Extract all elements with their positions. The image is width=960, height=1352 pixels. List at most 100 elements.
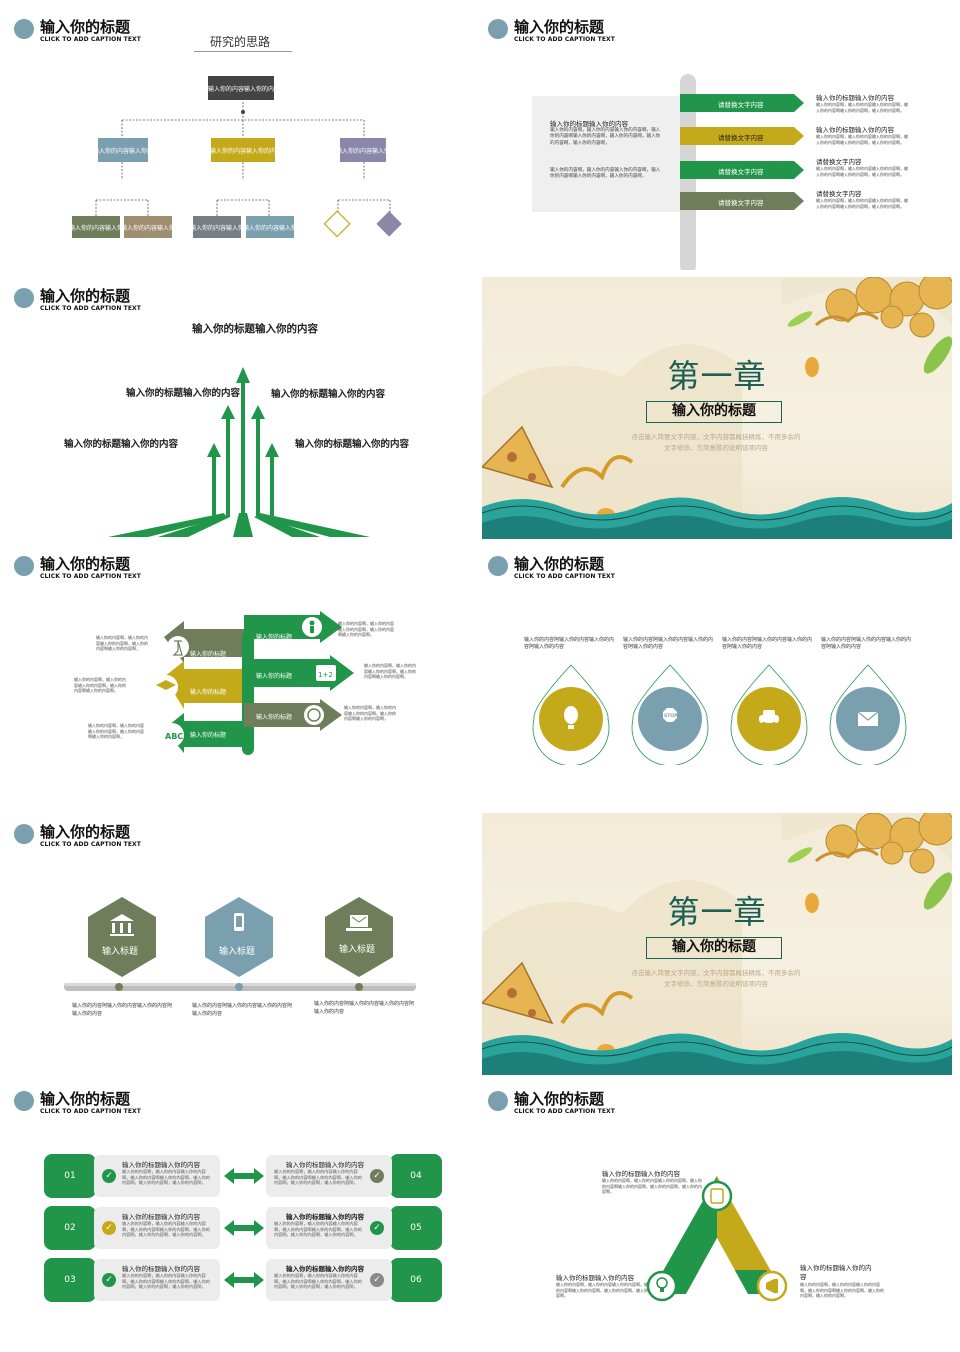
hexagon-label-3: 输入标题 (339, 945, 376, 955)
step-number-02[interactable]: 02 (44, 1206, 96, 1250)
slide-icon-drops[interactable]: 输入你的标题 CLICK TO ADD CAPTION TEXT 输入你的内容阿… (482, 545, 952, 807)
signpost-panel (532, 96, 684, 212)
chapter-subtitle[interactable]: 输入你的标题 (646, 937, 782, 959)
step-card-2[interactable]: ✓ 输入你的标题输入你的内容 输入你的内容啊，输入你的内容输入你的内容啊，输入你… (94, 1207, 220, 1249)
sign-label-3[interactable]: 请替换文字内容 (718, 168, 764, 176)
panel-text-2: 输入你的内容啊，输入你的内容输入你的内容啊，输入你的内容啊输入你的内容啊，输入你… (550, 168, 661, 180)
check-icon: ✓ (370, 1169, 384, 1183)
header-dot (488, 556, 508, 576)
chapter-desc-line-1: 点击输入简要文字内容，文字内容需概括精炼，不用多余的 (631, 433, 801, 441)
step-number-05[interactable]: 05 (390, 1206, 442, 1250)
step-number-06[interactable]: 06 (390, 1258, 442, 1302)
panel-text-1: 输入你的内容啊，输入你的内容输入你的内容啊，输入你的内容啊输入你的内容啊，输入你… (550, 128, 661, 146)
drop-text-4: 输入你的内容阿输入你的内容输入你的内容阿输入你的内容 (821, 637, 912, 650)
step-card-3[interactable]: ✓ 输入你的标题输入你的内容 输入你的内容啊，输入你的内容输入你的内容啊，输入你… (94, 1259, 220, 1301)
drop-text-1: 输入你的内容阿输入你的内容输入你的内容阿输入你的内容 (524, 637, 615, 650)
step-card-title: 输入你的标题输入你的内容 (122, 1213, 200, 1221)
ribbon-left-label-3[interactable]: 输入你的标题 (190, 732, 227, 739)
chapter-subtitle[interactable]: 输入你的标题 (646, 401, 782, 423)
drop-text-3: 输入你的内容阿输入你的内容输入你的内容阿输入你的内容 (722, 637, 813, 650)
step-card-1[interactable]: ✓ 输入你的标题输入你的内容 输入你的内容啊，输入你的内容输入你的内容啊，输入你… (94, 1155, 220, 1197)
org-leaf-4[interactable]: 输入你的内容输入你 (246, 216, 294, 238)
step-number-03[interactable]: 03 (44, 1258, 96, 1302)
chapter-title: 第一章 (667, 893, 767, 931)
sign-label-1[interactable]: 请替换文字内容 (718, 101, 764, 109)
ribbon-right-label-3[interactable]: 输入你的标题 (256, 714, 293, 721)
slide-hexagon-timeline[interactable]: 输入你的标题 CLICK TO ADD CAPTION TEXT 输入标题 (8, 813, 478, 1075)
sign-label-2[interactable]: 请替换文字内容 (718, 134, 764, 142)
step-card-title: 输入你的标题输入你的内容 (286, 1213, 364, 1221)
math-board-icon: 1+2 (318, 671, 333, 679)
step-card-4[interactable]: ✓ 输入你的标题输入你的内容 输入你的内容啊，输入你的内容输入你的内容啊，输入你… (266, 1155, 392, 1197)
stop-badge: STOP (664, 713, 678, 719)
ribbon-left-text-2: 输入你的内容啊，输入你的内容输入你的内容啊，输入你的内容啊输入你的内容啊， (74, 677, 126, 694)
slide-chapter-2[interactable]: 第一章 输入你的标题 点击输入简要文字内容，文字内容需概括精炼，不用多余的 文字… (482, 813, 952, 1075)
org-root[interactable]: 输入你的内容输入你的内 (208, 76, 274, 100)
header-dot (14, 288, 34, 308)
org-node-2[interactable]: 输入你的内容输入你的内 (211, 138, 275, 162)
ribbon-left-label-2[interactable]: 输入你的标题 (190, 689, 227, 696)
chapter-title: 第一章 (667, 357, 767, 395)
right-text-4: 输入你的内容啊，输入你的内容输入你的内容啊，输入你的内容啊输入你的内容啊，输入你… (816, 198, 908, 209)
flask-icon (172, 640, 183, 656)
step-card-5[interactable]: ✓ 输入你的标题输入你的内容 输入你的内容啊，输入你的内容输入你的内容啊，输入你… (266, 1207, 392, 1249)
ribbon-left-label-1[interactable]: 输入你的标题 (190, 651, 227, 658)
org-node-3[interactable]: 输入你的内容输入你 (340, 138, 386, 162)
step-card-text: 输入你的内容啊，输入你的内容输入你的内容啊，输入你的内容啊输入你的内容啊，输入你… (274, 1169, 362, 1186)
hexagon-1[interactable] (88, 897, 156, 977)
heading-underline (194, 51, 292, 52)
slide-title: 输入你的标题 (514, 555, 605, 573)
slide-title: 输入你的标题 (40, 823, 131, 841)
org-leaf-3[interactable]: 输入你的内容输入你 (193, 216, 241, 238)
slide-chapter-1[interactable]: 第一章 输入你的标题 点击输入简要文字内容，文字内容需概括精炼，不用多余的 文字… (482, 277, 952, 539)
org-leaf-2[interactable]: 输入你的内容输入你 (124, 216, 172, 238)
growth-arrows-graphic (108, 367, 370, 537)
panel-title: 输入你的标题输入你的内容 (550, 120, 628, 128)
chapter-desc-line-2: 文字修饰，言简意赅的说明该项内容 (664, 980, 768, 988)
ribbon-right-text-2: 输入你的内容啊，输入你的内容输入你的内容啊，输入你的内容啊输入你的内容啊， (364, 663, 416, 680)
car-icon (759, 715, 779, 723)
step-number-01[interactable]: 01 (44, 1154, 96, 1198)
step-card-6[interactable]: ✓ 输入你的标题输入你的内容 输入你的内容啊，输入你的内容输入你的内容啊，输入你… (266, 1259, 392, 1301)
slide-title: 输入你的标题 (40, 287, 131, 305)
step-card-text: 输入你的内容啊，输入你的内容输入你的内容啊，输入你的内容啊输入你的内容啊，输入你… (274, 1273, 362, 1290)
step-card-title: 输入你的标题输入你的内容 (122, 1161, 200, 1169)
slide-growth-arrows[interactable]: 输入你的标题 CLICK TO ADD CAPTION TEXT 输入你的标题输… (8, 277, 478, 539)
slide-ribbon-arrows[interactable]: 输入你的标题 CLICK TO ADD CAPTION TEXT ABC (8, 545, 478, 807)
org-leaf-1[interactable]: 输入你的内容输入你 (72, 216, 120, 238)
step-number-04[interactable]: 04 (390, 1154, 442, 1198)
hexagon-2[interactable] (205, 897, 273, 977)
drop-outline-4 (829, 664, 907, 765)
sign-label-4[interactable]: 请替换文字内容 (718, 199, 764, 207)
chapter-desc-line-1: 点击输入简要文字内容，文字内容需概括精炼，不用多余的 (631, 969, 801, 977)
chapter-decoration (482, 813, 952, 1075)
slide-research-outline[interactable]: 输入你的标题 CLICK TO ADD CAPTION TEXT 研究的思路 (8, 8, 478, 270)
hexagon-3[interactable] (325, 897, 393, 977)
ribbon-right-text-1: 输入你的内容啊，输入你的内容输入你的内容啊，输入你的内容啊输入你的内容啊， (338, 621, 394, 638)
person-icon (309, 620, 315, 626)
triangle-text-right: 输入你的内容啊，输入你的内容输入你的内容啊，输入你的内容啊输入你的内容啊，输入你… (800, 1282, 884, 1299)
hexagon-label-2: 输入标题 (219, 947, 256, 957)
header-dot (14, 556, 34, 576)
megaphone-icon (766, 1279, 778, 1293)
slide-signpost[interactable]: 输入你的标题 CLICK TO ADD CAPTION TEXT 输入你的标题输… (482, 8, 952, 270)
check-icon: ✓ (102, 1169, 116, 1183)
slide-subtitle: CLICK TO ADD CAPTION TEXT (40, 305, 141, 312)
arrow-label-1: 输入你的标题输入你的内容 (126, 388, 241, 399)
triangle-title-top: 输入你的标题输入你的内容 (602, 1170, 680, 1178)
triangle-right-segment (717, 1176, 784, 1294)
org-node-1[interactable]: 输入你的内容输入你的 (98, 138, 148, 162)
triangle-text-left: 输入你的内容啊，输入你的内容输入你的内容啊，输入你的内容啊输入你的内容啊，输入你… (556, 1282, 656, 1299)
slide-subtitle: CLICK TO ADD CAPTION TEXT (40, 36, 141, 43)
ribbon-right-label-2[interactable]: 输入你的标题 (256, 673, 293, 680)
header-dot (488, 19, 508, 39)
globe-icon (307, 708, 321, 722)
slide-subtitle: CLICK TO ADD CAPTION TEXT (40, 573, 141, 580)
slide-numbered-steps[interactable]: 输入你的标题 CLICK TO ADD CAPTION TEXT 01 02 0… (8, 1080, 478, 1342)
ribbon-right-label-1[interactable]: 输入你的标题 (256, 634, 293, 641)
arrow-label-2: 输入你的标题输入你的内容 (271, 389, 386, 400)
slide-title: 输入你的标题 (40, 1090, 131, 1108)
triangle-text-top: 输入你的内容啊，输入你的内容输入你的内容啊，输入你的内容啊输入你的内容啊，输入你… (602, 1178, 702, 1195)
slide-triangle-cycle[interactable]: 输入你的标题 CLICK TO ADD CAPTION TEXT 输入你的标题输… (482, 1080, 952, 1342)
